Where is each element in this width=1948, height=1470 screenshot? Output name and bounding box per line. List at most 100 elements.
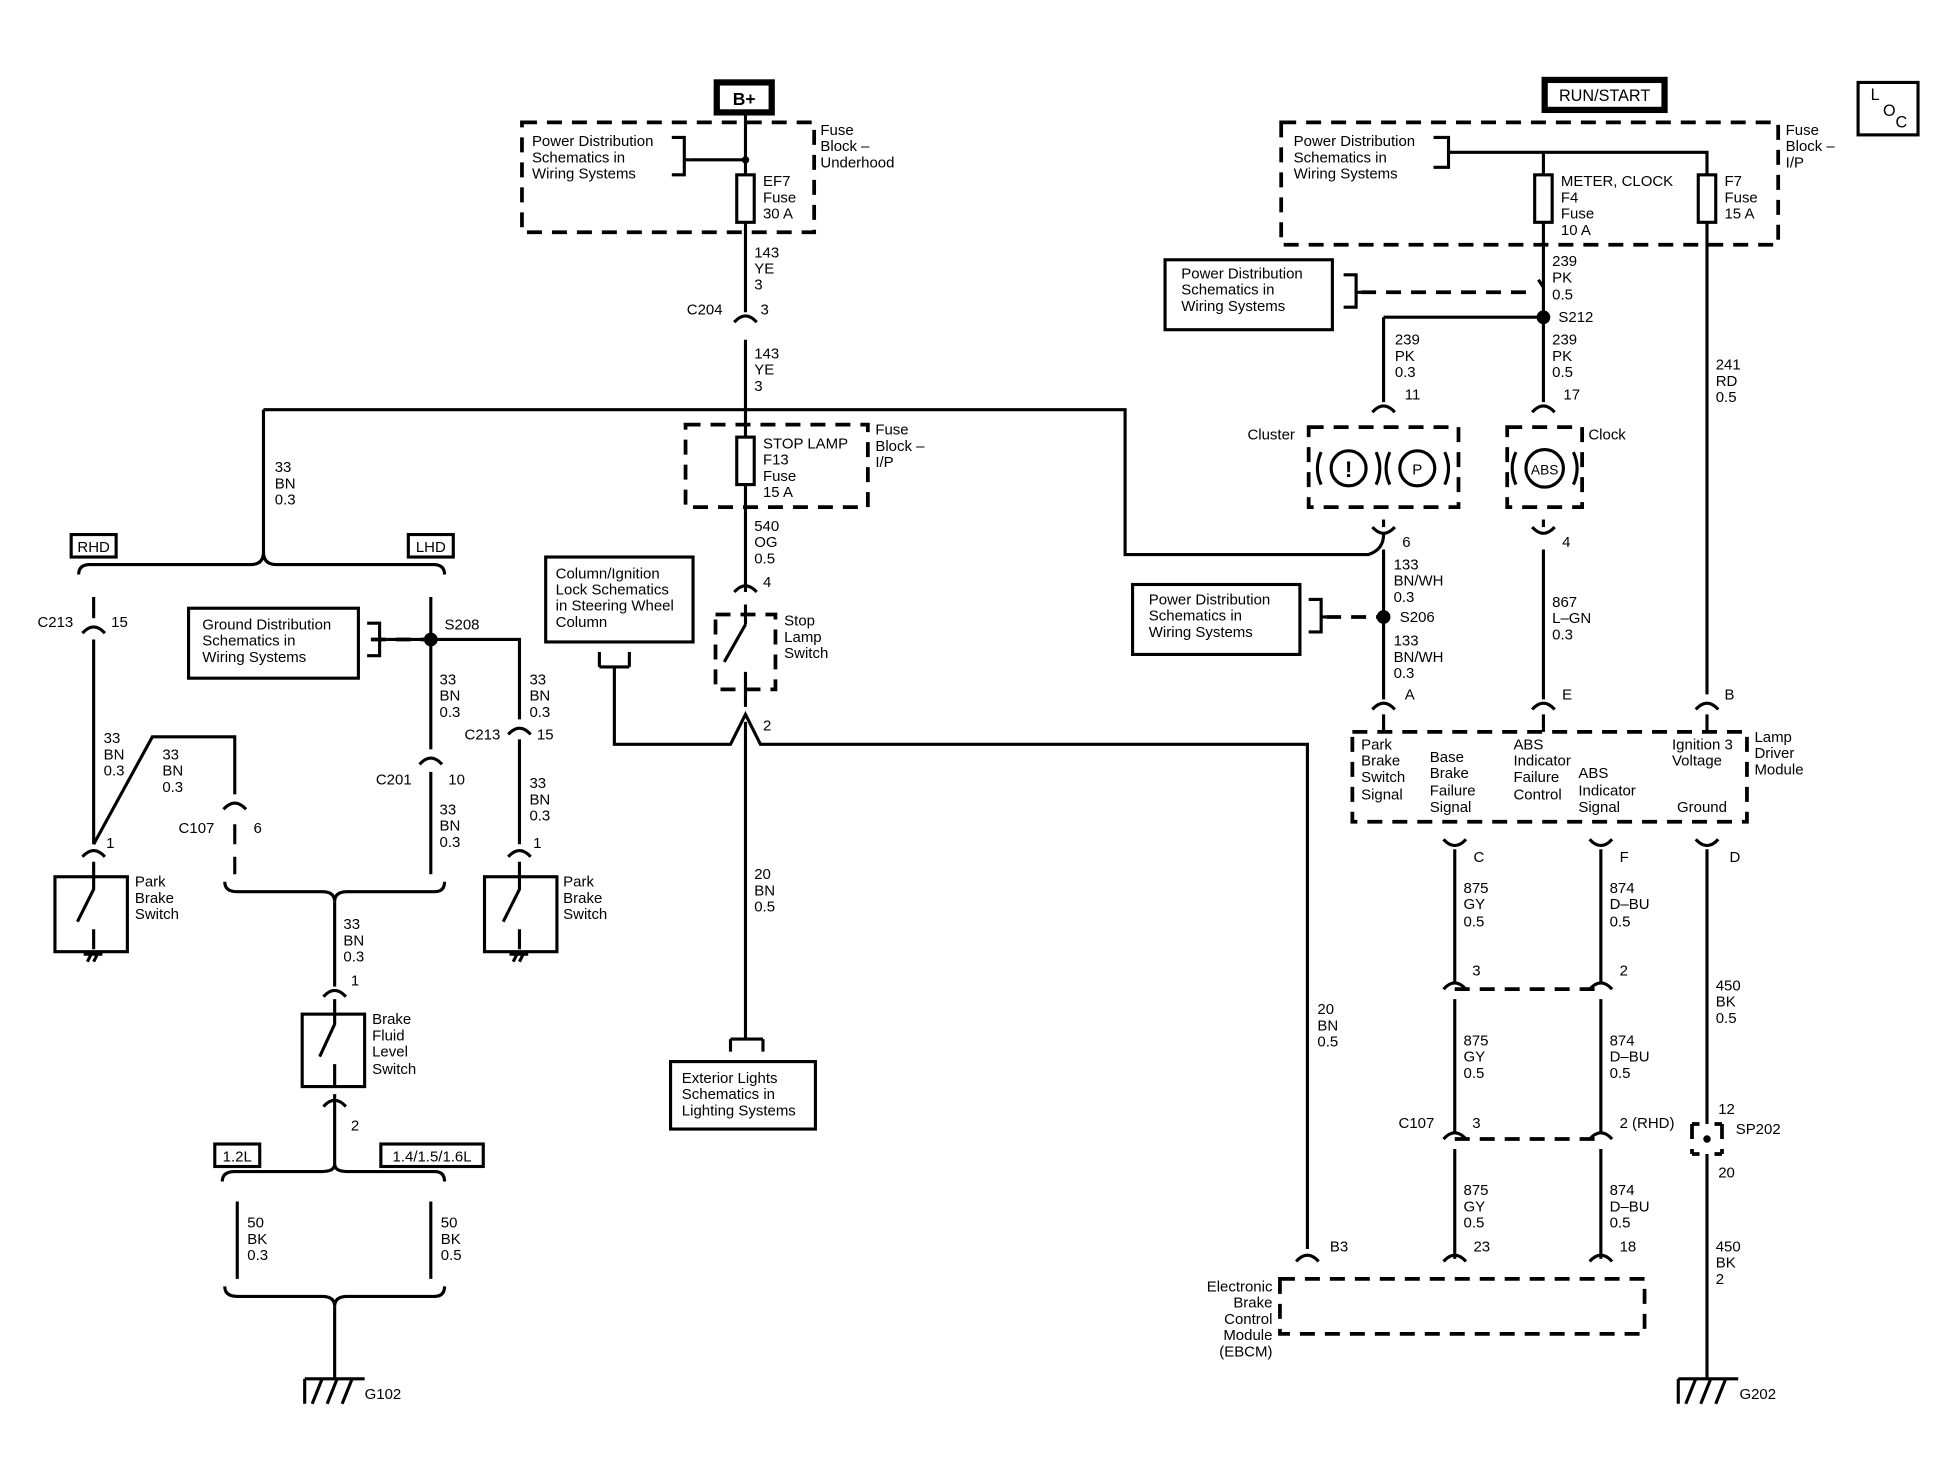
w33join-3: 0.3 [343, 949, 364, 966]
w450a-1: 450 [1716, 977, 1741, 994]
w874a-3: 0.5 [1610, 914, 1631, 931]
pin-2a: 2 [1620, 962, 1628, 979]
pin-b3: B3 [1330, 1238, 1348, 1255]
w143b-2: YE [754, 362, 774, 379]
stop-lamp-switch-3: Switch [784, 645, 828, 662]
ref-column-1: Column/Ignition [556, 565, 660, 582]
ebcm-1: Electronic [1207, 1278, 1273, 1295]
fuse-block-ip-f13-box [683, 422, 870, 509]
w874a-2: D–BU [1610, 896, 1650, 913]
clock-abs-text: ABS [1531, 463, 1558, 478]
ldm-ground: Ground [1677, 799, 1727, 816]
w20sw-3: 0.5 [754, 899, 775, 916]
sp202-bot-pin: 20 [1718, 1165, 1735, 1182]
ref-pd-s206-3: Wiring Systems [1149, 624, 1253, 641]
c204-label: C204 [687, 302, 723, 319]
c107-l-label: C107 [179, 820, 215, 837]
ldm-park-4: Signal [1361, 786, 1403, 803]
w874b-1: 874 [1610, 1032, 1635, 1049]
c201-pin: 10 [448, 771, 465, 788]
w143a-1: 143 [754, 244, 779, 261]
stop-lamp-switch-2: Lamp [784, 629, 821, 646]
loc-box [1856, 80, 1920, 137]
pin-23: 23 [1473, 1238, 1490, 1255]
w874c-1: 874 [1610, 1182, 1635, 1199]
c107-r-pin3: 3 [1472, 1115, 1480, 1132]
engine-14-label: 1.4/1.5/1.6L [393, 1149, 472, 1166]
ref-pd-underhood-2: Schematics in [532, 149, 625, 166]
ebcm-4: Module [1223, 1327, 1272, 1344]
fb-ip-mid-3: I/P [875, 454, 893, 471]
ldm-base-1: Base [1430, 749, 1464, 766]
w241-2: RD [1716, 373, 1738, 390]
ref-pd-s212-1: Power Distribution [1181, 266, 1302, 283]
w50-12-2: BK [247, 1231, 267, 1248]
c201-label: C201 [376, 771, 412, 788]
fuse-f13-1: STOP LAMP [763, 435, 848, 452]
ldm-2: Driver [1754, 745, 1794, 762]
s212-label: S212 [1558, 309, 1593, 326]
splice-sp202-dot [1703, 1135, 1711, 1143]
cluster-box [1306, 425, 1461, 509]
ldm-3: Module [1754, 761, 1803, 778]
w875b-1: 875 [1463, 1032, 1488, 1049]
fb-ip-mid-2: Block – [875, 438, 925, 455]
brake-fluid-4: Switch [372, 1061, 416, 1078]
w33c201-3: 0.3 [440, 834, 461, 851]
ref-ground-1: Ground Distribution [202, 616, 331, 633]
g202-label: G202 [1739, 1386, 1776, 1403]
option-labels: RHD LHD 1.2L 1.4/1.5/1.6L [69, 532, 485, 1169]
ldm-absfail-1: ABS [1513, 736, 1543, 753]
w874a-1: 874 [1610, 880, 1635, 897]
lamp-driver-module-box [1350, 730, 1749, 824]
fuse-f7-symbol [1696, 173, 1718, 224]
ref-pd-underhood-1: Power Distribution [532, 133, 653, 150]
fb-underhood-2: Block – [820, 138, 870, 155]
ldm-base-4: Signal [1430, 799, 1472, 816]
w33s208b-3: 0.3 [529, 704, 550, 721]
c107-r-pin2: 2 (RHD) [1620, 1115, 1675, 1132]
ref-pd-ip-1: Power Distribution [1294, 133, 1415, 150]
ldm-park-1: Park [1361, 736, 1392, 753]
s208-label: S208 [445, 616, 480, 633]
w540-1: 540 [754, 518, 779, 535]
w239a-3: 0.5 [1552, 287, 1573, 304]
ref-exterior-1: Exterior Lights [682, 1070, 778, 1087]
engine-12-label: 1.2L [223, 1149, 252, 1166]
w20ebcm-3: 0.5 [1317, 1034, 1338, 1051]
splice-s212-dot [1536, 310, 1551, 325]
dashed-boxes [370, 120, 1781, 1336]
w33join-1: 33 [343, 916, 360, 933]
pin-f13: 4 [763, 574, 771, 591]
pin-b: B [1724, 686, 1734, 703]
w867-2: L–GN [1552, 610, 1591, 627]
park-indicator-icon [1398, 449, 1437, 488]
park-brake-switch-l-box [53, 875, 129, 954]
warning-indicator-icon [1329, 449, 1368, 488]
w33top-3: 0.3 [275, 492, 296, 509]
w143a-3: 3 [754, 277, 762, 294]
sp202-label: SP202 [1736, 1121, 1781, 1138]
w450b-1: 450 [1716, 1238, 1741, 1255]
ref-exterior-2: Schematics in [682, 1086, 775, 1103]
pb-switch-l-2: Brake [135, 890, 174, 907]
pin-3a: 3 [1472, 962, 1480, 979]
w874b-2: D–BU [1610, 1049, 1650, 1066]
connector-symbols [81, 314, 1720, 1263]
w33c107-2: BN [162, 763, 183, 780]
w875b-2: GY [1463, 1049, 1485, 1066]
pin-ck-bot: 4 [1562, 534, 1570, 551]
fuse-symbols [735, 156, 1718, 487]
lhd-label: LHD [416, 539, 446, 556]
w875c-1: 875 [1463, 1182, 1488, 1199]
fuse-ef7-2: Fuse [763, 189, 796, 206]
w133b-1: 133 [1394, 633, 1419, 650]
pin-ck-top: 17 [1563, 387, 1580, 404]
fb-ip-top-2: Block – [1786, 138, 1836, 155]
w875b-3: 0.5 [1463, 1065, 1484, 1082]
w239c-3: 0.5 [1552, 364, 1573, 381]
w239c-1: 239 [1552, 332, 1577, 349]
pin-pb-r: 1 [533, 835, 541, 852]
pb-switch-r-1: Park [563, 874, 594, 891]
w874b-3: 0.5 [1610, 1065, 1631, 1082]
